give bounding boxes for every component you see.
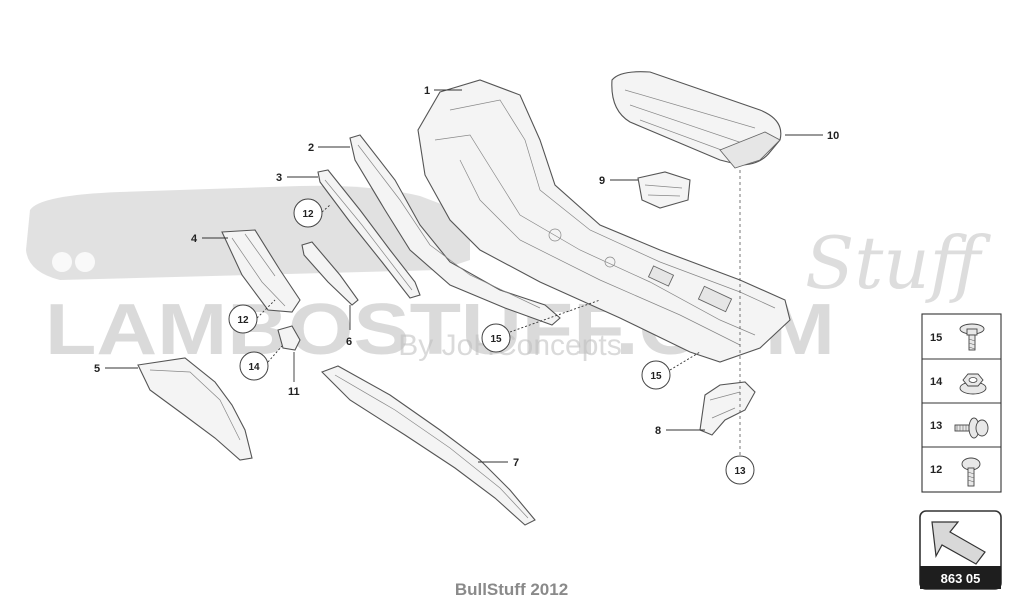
svg-text:12: 12	[930, 464, 942, 476]
part-4-side-panel	[221, 229, 301, 313]
part-9-bracket	[637, 171, 691, 209]
circled-15-right: 15	[641, 351, 701, 390]
flange-nut-icon	[959, 373, 987, 395]
svg-text:12: 12	[237, 315, 249, 326]
part-6-strip	[301, 241, 359, 306]
legend-row-15: 15	[930, 323, 985, 351]
watermark-brand-sub: By JoHConcepts	[398, 329, 621, 362]
part-3-rail	[317, 169, 421, 299]
watermark-brand-script: Stuff	[805, 221, 992, 305]
part-8-bracket	[699, 381, 756, 436]
circled-14: 14	[239, 345, 283, 381]
svg-text:12: 12	[302, 209, 314, 220]
part-2-trim-strip	[349, 134, 561, 326]
callout-5: 5	[94, 363, 100, 375]
callout-9: 9	[599, 175, 605, 187]
callouts: 1 2 3 4 5 6 7 8 9 10 11	[94, 85, 839, 469]
part-11-clip	[277, 325, 301, 351]
callout-2: 2	[308, 142, 314, 154]
circled-references: 12 12 14 15 15 13	[228, 198, 755, 485]
arrow-up-left-icon	[931, 521, 986, 565]
fastener-legend: 15 14 13	[921, 313, 1002, 493]
circled-12-lower: 12	[228, 299, 276, 334]
torx-flange-screw-icon	[959, 323, 985, 351]
part-1-center-console	[417, 79, 791, 363]
svg-text:15: 15	[930, 332, 942, 344]
svg-text:13: 13	[734, 466, 746, 477]
watermark: LAMBOSTUFF.COM Stuff By JoHConcepts	[26, 185, 992, 370]
legend-row-13: 13	[930, 417, 989, 439]
callout-7: 7	[513, 457, 519, 469]
pan-head-screw-icon	[961, 457, 981, 487]
callout-6: 6	[346, 336, 352, 348]
footer-credit: BullStuff 2012	[454, 580, 569, 599]
svg-text:14: 14	[930, 376, 943, 388]
callout-3: 3	[276, 172, 282, 184]
part-5-lower-trim	[137, 357, 253, 461]
section-code: 863 05	[941, 571, 981, 586]
circled-12-upper: 12	[293, 198, 331, 228]
washer-screw-icon	[954, 417, 989, 439]
svg-text:14: 14	[248, 362, 260, 373]
callout-10: 10	[827, 130, 839, 142]
svg-text:15: 15	[650, 371, 662, 382]
circled-15-center: 15	[481, 299, 601, 353]
part-7-lower-strip	[321, 365, 536, 526]
part-10-armrest	[611, 71, 782, 169]
callout-4: 4	[191, 233, 198, 245]
callout-11: 11	[288, 386, 300, 398]
circled-13: 13	[725, 455, 755, 485]
callout-1: 1	[424, 85, 430, 97]
callout-8: 8	[655, 425, 661, 437]
legend-row-14: 14	[930, 373, 987, 395]
section-badge: 863 05	[919, 510, 1002, 590]
legend-row-12: 12	[930, 457, 981, 487]
svg-text:15: 15	[490, 334, 502, 345]
svg-text:13: 13	[930, 420, 942, 432]
